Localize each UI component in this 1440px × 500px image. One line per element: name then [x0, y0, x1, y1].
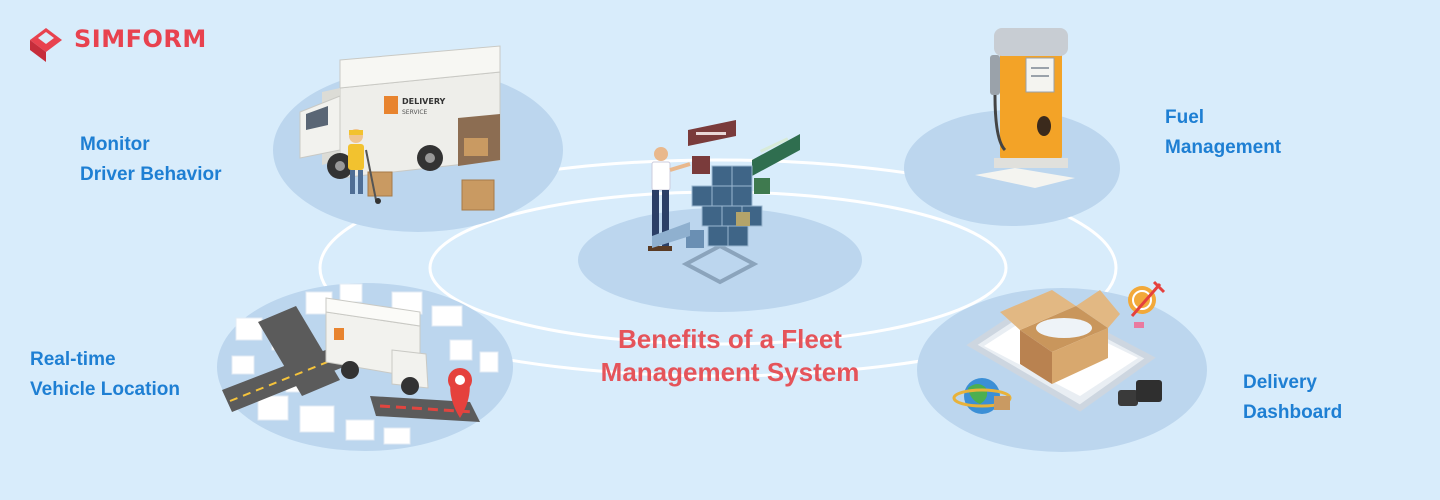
- benefit-line1: Delivery: [1243, 372, 1317, 393]
- title-line1: Benefits of a Fleet: [618, 324, 842, 354]
- benefit-driver-behavior: Monitor Driver Behavior: [80, 130, 222, 190]
- city-map-icon: [222, 283, 499, 445]
- data-analytics-icon: [648, 120, 800, 285]
- diagram-title: Benefits of a Fleet Management System: [560, 323, 900, 389]
- van-label: DELIVERY: [402, 97, 446, 106]
- benefit-line1: Monitor: [80, 134, 150, 155]
- benefit-vehicle-location: Real-time Vehicle Location: [30, 345, 180, 405]
- benefit-line2: Management: [1165, 137, 1282, 158]
- fuel-pump-icon: [975, 28, 1075, 188]
- title-line2: Management System: [600, 357, 860, 387]
- benefit-delivery-dashboard: Delivery Dashboard: [1243, 368, 1342, 428]
- outer-orbit-ring: [318, 158, 1118, 378]
- map-pin-icon: [448, 368, 472, 418]
- van-sublabel: SERVICE: [402, 109, 428, 116]
- phone-package-icon: [966, 290, 1162, 412]
- target-dollar-icon: [1128, 280, 1166, 328]
- globe-icon: [952, 378, 1012, 414]
- simform-logo-icon: [30, 28, 62, 62]
- location-van-icon: [325, 297, 429, 395]
- benefit-line2: Vehicle Location: [30, 379, 180, 400]
- worker-figure: [348, 129, 381, 204]
- benefit-line1: Fuel: [1165, 107, 1205, 128]
- benefit-line2: Driver Behavior: [80, 164, 222, 185]
- benefit-line2: Dashboard: [1243, 402, 1343, 423]
- benefit-fuel-management: Fuel Management: [1165, 103, 1281, 163]
- benefit-line1: Real-time: [30, 349, 116, 370]
- platform-center: [578, 208, 862, 312]
- brand-name: SIMFORM: [74, 25, 207, 53]
- logo-mark-spacer: [28, 24, 68, 54]
- simform-logo[interactable]: SIMFORM: [28, 24, 207, 54]
